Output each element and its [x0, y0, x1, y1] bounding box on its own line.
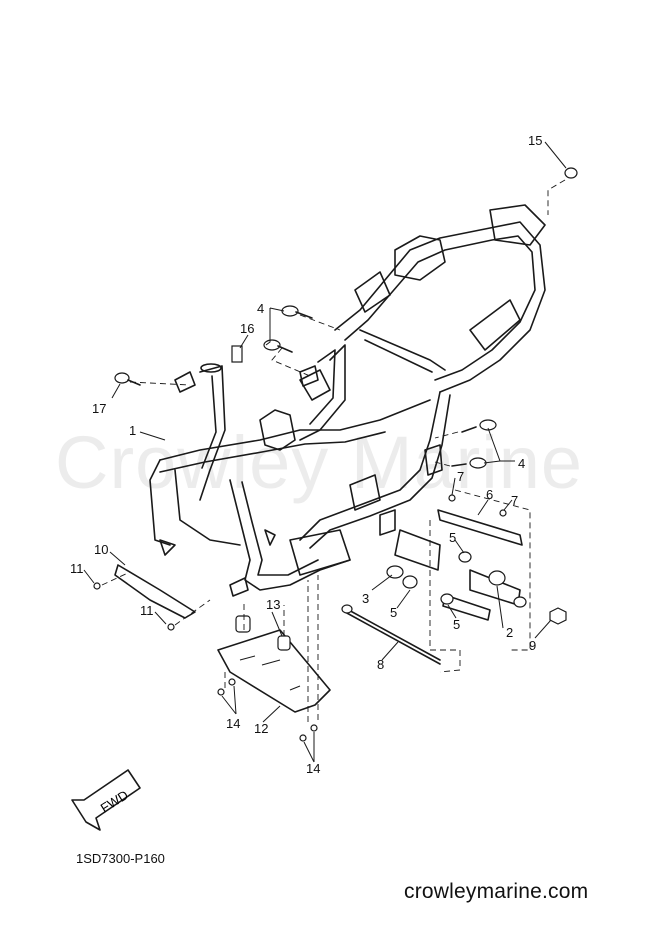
fwd-label: FWD: [98, 787, 131, 815]
callout-2: 2: [506, 625, 514, 640]
callout-9: 9: [529, 638, 537, 653]
callout-15: 15: [528, 133, 543, 148]
callout-7: 7: [457, 469, 465, 484]
collar: [235, 615, 251, 633]
callout-11: 11: [140, 603, 154, 618]
callout-4: 4: [257, 301, 265, 316]
collar: [277, 635, 291, 651]
callout-14: 14: [226, 716, 241, 731]
callout-7: 7: [511, 493, 519, 508]
callout-14: 14: [306, 761, 321, 776]
reference-lines: [101, 179, 566, 722]
leader-lines: [83, 141, 567, 763]
forward-direction-arrow: FWD: [71, 769, 141, 831]
callout-10: 10: [94, 542, 109, 557]
callout-1: 1: [129, 423, 137, 438]
callout-13: 13: [266, 597, 281, 612]
site-footer: crowleymarine.com: [404, 880, 589, 903]
engine-bracket-assembly: [341, 509, 567, 665]
diagram-code: 1SD7300-P160: [76, 851, 165, 866]
main-frame: [149, 204, 546, 597]
callout-5: 5: [390, 605, 398, 620]
callout-12: 12: [254, 721, 269, 736]
callout-4: 4: [518, 456, 526, 471]
callout-16: 16: [240, 321, 255, 336]
callout-6: 6: [486, 487, 494, 502]
callout-5: 5: [453, 617, 461, 632]
callout-5: 5: [449, 530, 457, 545]
callout-3: 3: [362, 591, 370, 606]
watermark: Crowley Marine: [55, 421, 584, 504]
bolts: [93, 167, 578, 742]
front-guard-plate: [114, 564, 196, 619]
callout-8: 8: [377, 657, 385, 672]
callout-17: 17: [92, 401, 107, 416]
callout-11: 11: [70, 561, 84, 576]
